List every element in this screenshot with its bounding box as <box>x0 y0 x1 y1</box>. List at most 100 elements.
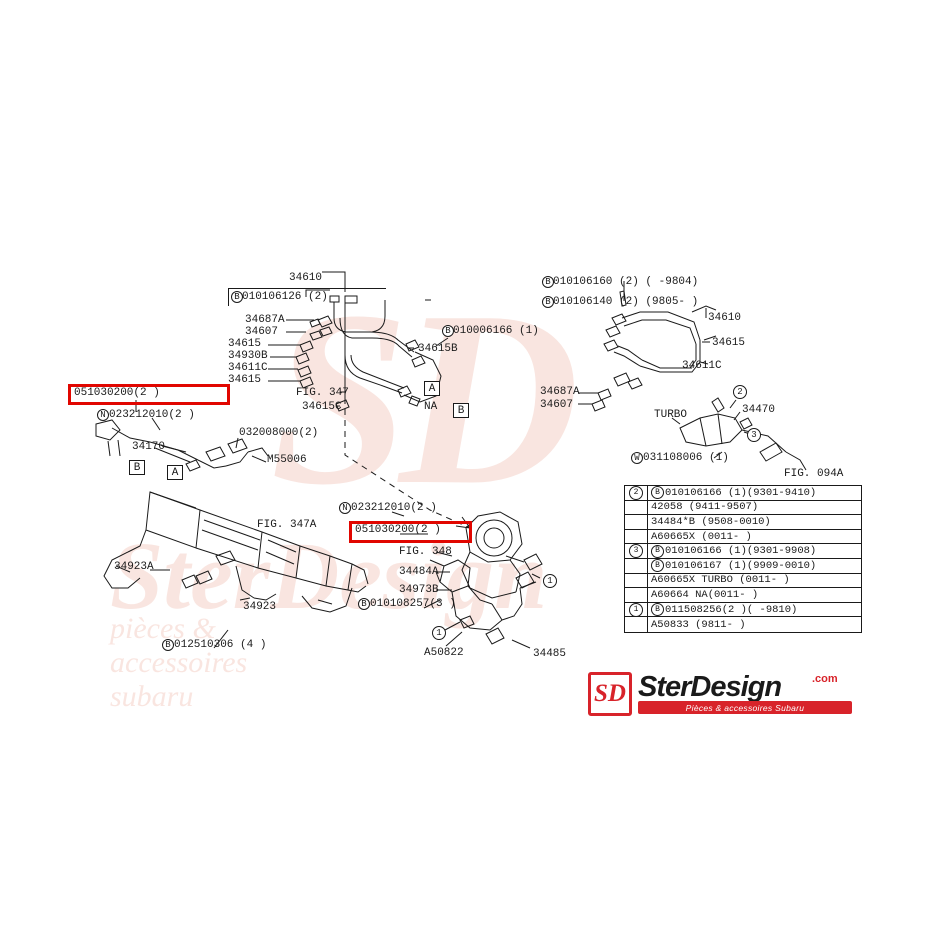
prefix-n-023212010-upper: N <box>97 409 109 421</box>
part-label-34930B: 34930B <box>228 350 268 362</box>
legend-group-number: 1 <box>625 602 647 617</box>
callout-3-right: 3 <box>747 428 761 442</box>
legend-row: A60665X (0011- ) <box>625 529 861 545</box>
legend-row: 42058 (9411-9507) <box>625 500 861 516</box>
logo-tld: .com <box>812 673 838 685</box>
part-label-051030200-upper: 051030200(2 ) <box>74 387 160 399</box>
legend-group-number <box>625 530 647 544</box>
legend-text: A50833 (9811- ) <box>647 617 861 632</box>
prefix-b-010108257: B <box>358 598 370 610</box>
logo-name: SterDesign <box>638 671 782 703</box>
part-label-34615-b: 34615 <box>228 374 262 386</box>
variant-label-na: NA <box>424 401 438 413</box>
part-label-023212010-lower: 023212010(2 ) <box>351 502 437 514</box>
prefix-b-010106160: B <box>542 276 554 288</box>
part-label-M55006: M55006 <box>267 454 307 466</box>
part-label-032008000: 032008000(2) <box>239 427 319 439</box>
legend-group-number: 3 <box>625 544 647 559</box>
legend-group-number <box>625 574 647 588</box>
legend-row: A60665X TURBO (0011- ) <box>625 573 861 589</box>
part-label-34973B: 34973B <box>399 584 439 596</box>
part-label-34687A-right: 34687A <box>540 386 580 398</box>
legend-group-number <box>625 515 647 529</box>
ref-tag-b-upper: B <box>453 403 469 418</box>
prefix-b-icon: B <box>651 559 664 573</box>
callout-2-right: 2 <box>733 385 747 399</box>
part-label-34485: 34485 <box>533 648 567 660</box>
part-label-010006166: 010006166 (1) <box>453 325 539 337</box>
prefix-b-010006166: B <box>442 325 454 337</box>
highlight-box-051030200-lower <box>349 521 472 543</box>
part-label-012510306: 012510306 (4 ) <box>174 639 267 651</box>
callout-1-lower: 1 <box>432 626 446 640</box>
prefix-b-icon: B <box>651 544 664 558</box>
part-label-34923A: 34923A <box>114 561 154 573</box>
part-label-34615-a: 34615 <box>228 338 262 350</box>
part-label-34615C: 34615C <box>302 401 342 413</box>
prefix-w-031108006: W <box>631 452 643 464</box>
legend-group-number <box>625 559 647 573</box>
legend-row: 34484*B (9508-0010) <box>625 515 861 530</box>
brand-logo: SD SterDesign .com Pièces & accessoires … <box>588 671 860 716</box>
part-label-010106160: 010106160 (2) ( -9804) <box>553 276 699 288</box>
part-label-34607: 34607 <box>245 326 279 338</box>
logo-mark-text: SD <box>594 680 626 707</box>
logo-tagline-bar: Pièces & accessoires Subaru <box>638 701 852 714</box>
legend-group-number: 2 <box>625 485 647 500</box>
prefix-b-icon: B <box>651 486 664 500</box>
part-label-010106140: 010106140 (2) (9805- ) <box>553 296 699 308</box>
legend-row: A50833 (9811- ) <box>625 617 861 632</box>
ref-tag-a-upper: A <box>424 381 440 396</box>
ref-label-fig347a: FIG. 347A <box>257 519 317 531</box>
legend-group-number <box>625 588 647 602</box>
part-label-A50822: A50822 <box>424 647 464 659</box>
group-box-upper-left <box>228 288 386 306</box>
legend-text: 42058 (9411-9507) <box>647 500 861 515</box>
part-label-34687A: 34687A <box>245 314 285 326</box>
part-label-34484A: 34484A <box>399 566 439 578</box>
ref-label-fig094a: FIG. 094A <box>784 468 844 480</box>
ref-tag-a-left: A <box>167 465 183 480</box>
part-label-34611C-left: 34611C <box>228 362 268 374</box>
ref-label-fig347: FIG. 347 <box>296 387 349 399</box>
prefix-b-012510306: B <box>162 639 174 651</box>
prefix-b-010106126: B <box>231 291 243 303</box>
legend-text: A60665X (0011- ) <box>647 529 861 544</box>
part-label-34607-right: 34607 <box>540 399 574 411</box>
legend-group-number <box>625 617 647 632</box>
legend-text: 34484*B (9508-0010) <box>647 515 861 529</box>
legend-text: A60665X TURBO (0011- ) <box>647 573 861 588</box>
part-label-34470: 34470 <box>742 404 776 416</box>
logo-mark: SD <box>588 672 632 716</box>
ref-label-fig348: FIG. 348 <box>399 546 452 558</box>
legend-text: A60664 NA(0011- ) <box>647 588 861 602</box>
part-label-34170: 34170 <box>132 441 166 453</box>
part-label-051030200-lower: 051030200(2 ) <box>355 524 441 536</box>
callout-1-center: 1 <box>543 574 557 588</box>
part-label-023212010-upper: 023212010(2 ) <box>109 409 195 421</box>
variant-label-turbo: TURBO <box>654 409 688 421</box>
part-label-34611C-right: 34611C <box>682 360 722 372</box>
part-label-031108006: 031108006 (1) <box>643 452 729 464</box>
prefix-b-010106140: B <box>542 296 554 308</box>
legend-row: A60664 NA(0011- ) <box>625 588 861 603</box>
part-label-34615B: 34615B <box>418 343 458 355</box>
part-label-34610-left: 34610 <box>289 272 323 284</box>
prefix-n-023212010-lower: N <box>339 502 351 514</box>
part-label-010108257: 010108257(3 ) <box>370 598 456 610</box>
part-label-34610-right: 34610 <box>708 312 742 324</box>
part-label-34923: 34923 <box>243 601 277 613</box>
highlight-box-051030200-upper <box>68 384 230 405</box>
legend-group-number <box>625 501 647 515</box>
part-label-34615-right: 34615 <box>712 337 746 349</box>
